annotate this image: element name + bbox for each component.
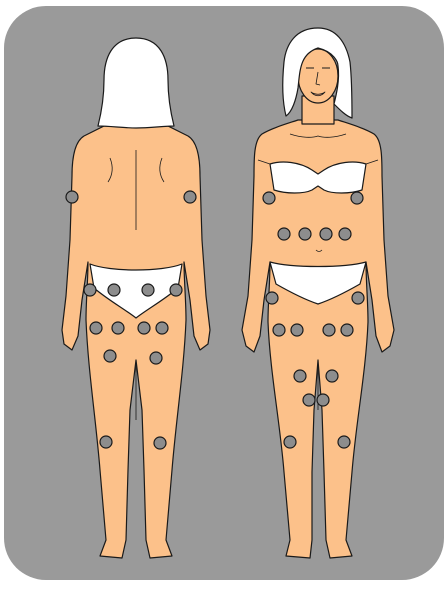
front-marker[interactable] xyxy=(278,228,290,240)
back-marker[interactable] xyxy=(112,322,124,334)
front-marker[interactable] xyxy=(341,324,353,336)
back-marker[interactable] xyxy=(90,322,102,334)
back-marker[interactable] xyxy=(156,322,168,334)
back-marker[interactable] xyxy=(138,322,150,334)
back-marker[interactable] xyxy=(184,191,196,203)
front-marker[interactable] xyxy=(339,228,351,240)
back-marker[interactable] xyxy=(170,284,182,296)
front-marker[interactable] xyxy=(263,192,275,204)
front-marker[interactable] xyxy=(323,324,335,336)
back-marker[interactable] xyxy=(66,191,78,203)
front-marker[interactable] xyxy=(273,324,285,336)
back-marker[interactable] xyxy=(154,437,166,449)
back-marker[interactable] xyxy=(150,352,162,364)
back-marker[interactable] xyxy=(108,284,120,296)
front-marker[interactable] xyxy=(294,370,306,382)
front-marker[interactable] xyxy=(317,394,329,406)
front-marker[interactable] xyxy=(320,228,332,240)
back-marker[interactable] xyxy=(84,284,96,296)
front-marker[interactable] xyxy=(352,292,364,304)
front-marker[interactable] xyxy=(303,394,315,406)
back-marker[interactable] xyxy=(100,436,112,448)
front-marker[interactable] xyxy=(284,436,296,448)
front-marker[interactable] xyxy=(351,192,363,204)
front-marker[interactable] xyxy=(266,292,278,304)
front-marker[interactable] xyxy=(326,370,338,382)
back-marker[interactable] xyxy=(142,284,154,296)
front-marker[interactable] xyxy=(291,324,303,336)
front-marker[interactable] xyxy=(338,436,350,448)
back-marker[interactable] xyxy=(104,350,116,362)
front-marker[interactable] xyxy=(299,228,311,240)
